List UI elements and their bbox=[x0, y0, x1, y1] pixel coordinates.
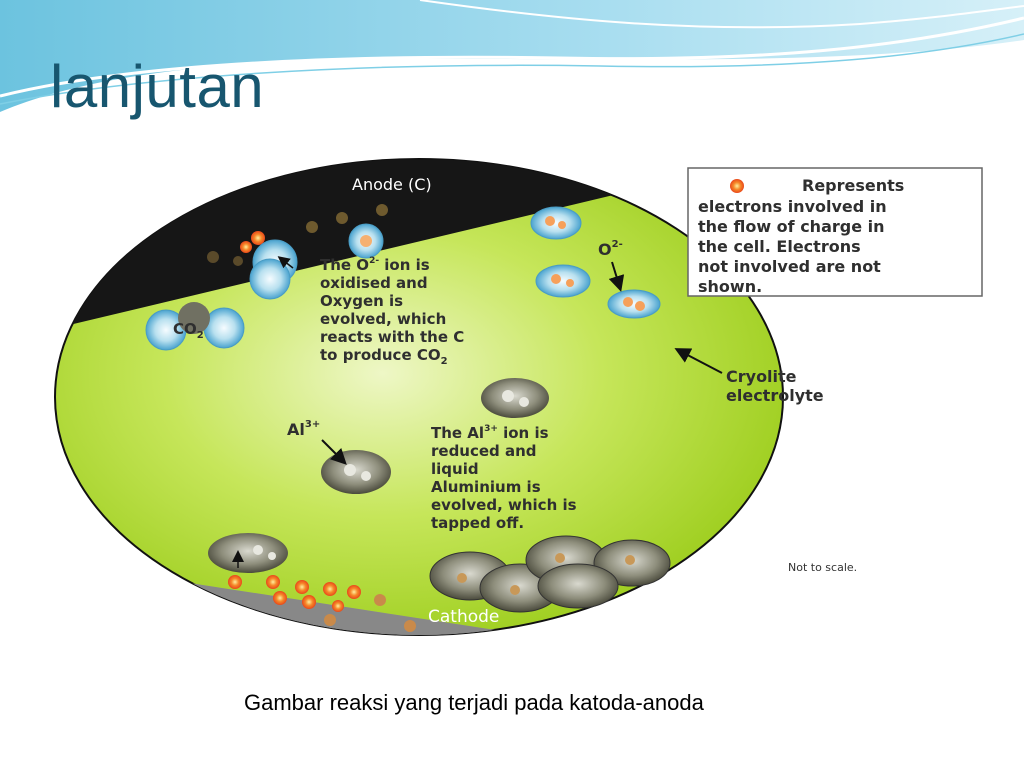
aluminium-ion-cathode bbox=[208, 533, 288, 573]
oxygen-molecule-anode bbox=[249, 223, 384, 300]
cathode-electrons bbox=[228, 575, 416, 632]
oxygen-note-line-2: oxidised and bbox=[320, 274, 428, 292]
cryolite-arrow bbox=[674, 348, 723, 374]
svg-text:The O2- ion is: The O2- ion is bbox=[320, 256, 430, 274]
oxygen-ion-label: O2- bbox=[598, 239, 623, 259]
al-note-line-2: reduced and bbox=[431, 442, 537, 460]
oxygen-note-line-6: to produce CO bbox=[320, 346, 441, 364]
oxygen-note-line-4: evolved, which bbox=[320, 310, 446, 328]
oxygen-ion-arrow bbox=[608, 261, 625, 292]
co2-molecule: CO2 bbox=[145, 302, 245, 351]
oxygen-note-line-1: The O bbox=[320, 256, 369, 274]
liquid-aluminium bbox=[429, 535, 671, 613]
co2-label: CO2 bbox=[173, 320, 204, 341]
anode-label: Anode (C) bbox=[352, 175, 432, 194]
svg-text:to produce CO2: to produce CO2 bbox=[320, 346, 448, 367]
al-note-line-5: evolved, which is bbox=[431, 496, 577, 514]
legend-line-1: Represents bbox=[802, 176, 904, 195]
legend-line-6: shown. bbox=[698, 277, 762, 296]
oxide-ions bbox=[530, 206, 661, 319]
cathode-label: Cathode bbox=[428, 607, 499, 627]
figure-caption: Gambar reaksi yang terjadi pada katoda-a… bbox=[244, 690, 704, 715]
legend-line-4: the cell. Electrons bbox=[698, 237, 861, 256]
legend-line-3: the flow of charge in bbox=[698, 217, 885, 236]
al-ion-arrow bbox=[321, 439, 347, 465]
cryolite-label-line-2: electrolyte bbox=[726, 386, 824, 405]
header-wave-decoration bbox=[0, 0, 1024, 112]
cryolite-label-line-1: Cryolite bbox=[726, 367, 797, 386]
al-ion-label: Al3+ bbox=[287, 419, 320, 439]
oxygen-note-line-3: Oxygen is bbox=[320, 292, 403, 310]
legend-line-5: not involved are not bbox=[698, 257, 881, 276]
anode-region bbox=[55, 160, 760, 332]
scale-note: Not to scale. bbox=[788, 561, 857, 574]
al-note-line-4: Aluminium is bbox=[431, 478, 541, 496]
al-note-line-6: tapped off. bbox=[431, 514, 524, 532]
svg-text:The Al3+ ion is: The Al3+ ion is bbox=[431, 424, 549, 442]
slide-title: lanjutan bbox=[50, 53, 265, 120]
aluminium-note: The Al3+ ion is reduced and liquid Alumi… bbox=[431, 424, 577, 532]
al-note-line-3: liquid bbox=[431, 460, 479, 478]
electron-legend: Represents electrons involved in the flo… bbox=[687, 167, 983, 297]
aluminium-ions bbox=[321, 378, 549, 494]
oxygen-note-line-5: reacts with the C bbox=[320, 328, 464, 346]
legend-line-2: electrons involved in bbox=[698, 197, 887, 216]
electron-legend-icon bbox=[730, 179, 744, 193]
al-note-line-1: The Al bbox=[431, 424, 484, 442]
oxygen-note: The O2- ion is oxidised and Oxygen is ev… bbox=[320, 256, 464, 367]
